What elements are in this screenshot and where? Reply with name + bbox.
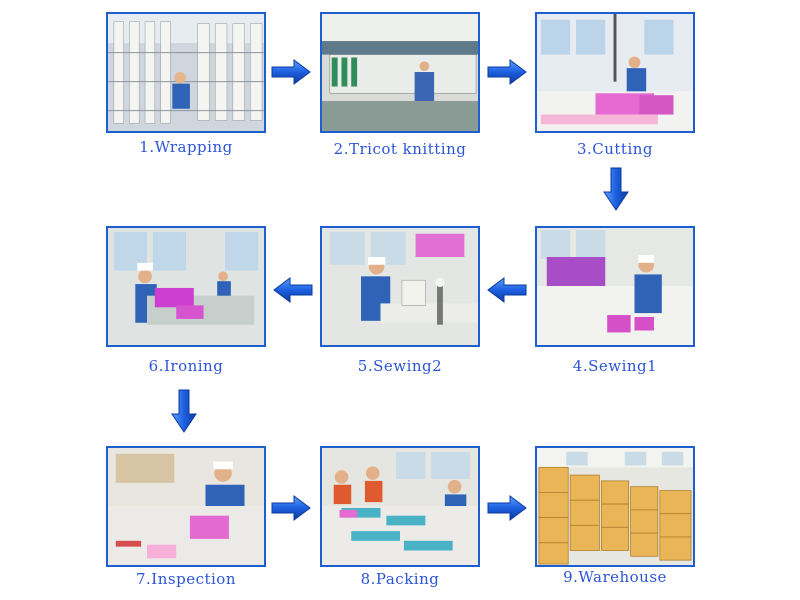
arrow-right-icon bbox=[486, 58, 528, 86]
sewing1-label: 4.Sewing1 bbox=[572, 357, 658, 375]
inspection-label: 7.Inspection bbox=[136, 570, 236, 588]
wrapping-photo bbox=[106, 12, 266, 133]
arrow-down-icon bbox=[170, 388, 198, 434]
arrow-right-icon bbox=[270, 58, 312, 86]
cutting-photo bbox=[535, 12, 695, 133]
arrow-left-icon bbox=[486, 276, 528, 304]
arrow-down-icon bbox=[602, 166, 630, 212]
tricot-knitting-label: 2.Tricot knitting bbox=[333, 140, 467, 158]
warehouse-photo bbox=[535, 446, 695, 567]
cutting-label: 3.Cutting bbox=[576, 140, 654, 158]
sewing2-photo bbox=[320, 226, 480, 347]
inspection-photo bbox=[106, 446, 266, 567]
arrow-left-icon bbox=[272, 276, 314, 304]
packing-label: 8.Packing bbox=[360, 570, 440, 588]
warehouse-label: 9.Warehouse bbox=[563, 568, 667, 586]
sewing2-label: 5.Sewing2 bbox=[357, 357, 443, 375]
sewing1-photo bbox=[535, 226, 695, 347]
ironing-photo bbox=[106, 226, 266, 347]
arrow-right-icon bbox=[270, 494, 312, 522]
ironing-label: 6.Ironing bbox=[148, 357, 224, 375]
packing-photo bbox=[320, 446, 480, 567]
arrow-right-icon bbox=[486, 494, 528, 522]
wrapping-label: 1.Wrapping bbox=[139, 138, 233, 156]
tricot-knitting-photo bbox=[320, 12, 480, 133]
